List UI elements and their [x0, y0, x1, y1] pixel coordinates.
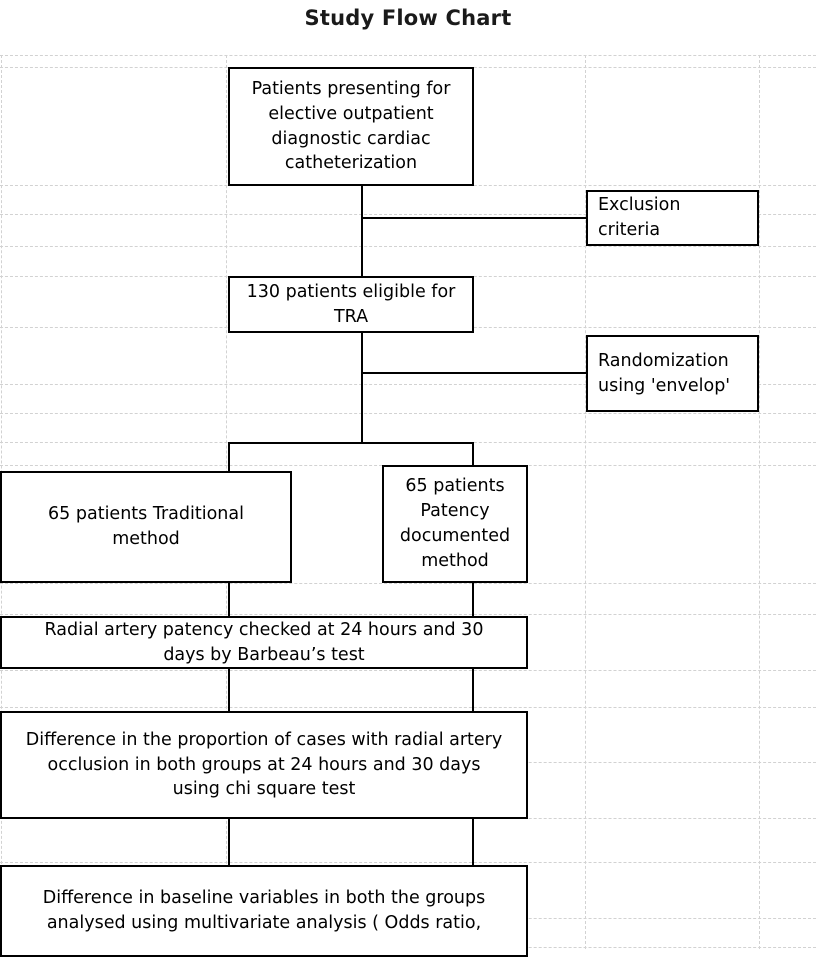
gridline-horizontal	[0, 862, 816, 863]
node-line: using chi square test	[172, 779, 356, 800]
connector-eligible-to-split	[361, 333, 363, 444]
node-line: Radial artery patency checked at 24 hour…	[44, 619, 484, 640]
connector-difference-to-baseline-right	[472, 819, 474, 866]
page-title: Study Flow Chart	[304, 6, 512, 30]
gridline-horizontal	[0, 670, 816, 671]
node-line: Exclusion	[598, 195, 681, 216]
node-line: Patients presenting for	[251, 78, 451, 99]
node-line: analysed using multivariate analysis ( O…	[46, 913, 482, 933]
node-line: Randomization	[598, 350, 729, 371]
node-line: elective outpatient	[268, 103, 434, 124]
node-line: Patency	[420, 501, 490, 522]
node-line: 130 patients eligible for	[246, 281, 456, 302]
gridline-horizontal	[0, 614, 816, 615]
node-line: 65 patients	[405, 476, 505, 497]
node-line: documented	[399, 526, 511, 546]
gridline-vertical	[759, 55, 760, 949]
connector-split-left-arm	[228, 442, 230, 471]
node-randomization[interactable]: Randomization using 'envelop'	[586, 335, 759, 412]
connector-eligible-to-randomization	[361, 372, 587, 374]
connector-split-bar	[228, 442, 474, 444]
node-line: criteria	[598, 220, 661, 240]
gridline-horizontal	[0, 246, 816, 247]
node-line: 65 patients Traditional	[48, 504, 244, 525]
node-line: Difference in baseline variables in both…	[42, 888, 486, 909]
node-line: method	[421, 550, 489, 571]
gridline-horizontal	[0, 413, 816, 414]
connector-difference-to-baseline	[228, 819, 230, 866]
node-patency-checked[interactable]: Radial artery patency checked at 24 hour…	[0, 616, 528, 669]
gridline-horizontal	[0, 583, 816, 584]
node-difference-baseline[interactable]: Difference in baseline variables in both…	[0, 865, 528, 957]
node-difference-proportion[interactable]: Difference in the proportion of cases wi…	[0, 711, 528, 819]
node-line: catheterization	[284, 153, 418, 174]
node-line: using 'envelop'	[598, 375, 731, 396]
node-line: diagnostic cardiac	[271, 128, 431, 149]
node-line: days by Barbeau’s test	[163, 644, 365, 665]
connector-split-right-arm	[472, 442, 474, 471]
node-line: Difference in the proportion of cases wi…	[25, 729, 503, 750]
connector-patients-to-exclusion	[361, 217, 587, 219]
node-line: TRA	[333, 306, 369, 327]
node-line: method	[112, 529, 180, 549]
connector-patients-to-eligible	[361, 185, 363, 276]
node-patients-presenting[interactable]: Patients presenting for elective outpati…	[228, 67, 474, 186]
connector-patency-check-to-difference-right	[472, 668, 474, 712]
gridline-horizontal	[0, 55, 816, 56]
connector-patency-check-to-difference	[228, 668, 230, 712]
node-patency-documented-method[interactable]: 65 patients Patency documented method	[382, 465, 528, 583]
node-line: occlusion in both groups at 24 hours and…	[47, 754, 481, 775]
connector-traditional-to-patency-check	[228, 583, 230, 617]
node-traditional-method[interactable]: 65 patients Traditional method	[0, 471, 292, 583]
connector-patency-to-patency-check	[472, 583, 474, 617]
gridline-horizontal	[0, 707, 816, 708]
node-exclusion-criteria[interactable]: Exclusion criteria	[586, 190, 759, 246]
node-eligible-patients[interactable]: 130 patients eligible for TRA	[228, 276, 474, 333]
